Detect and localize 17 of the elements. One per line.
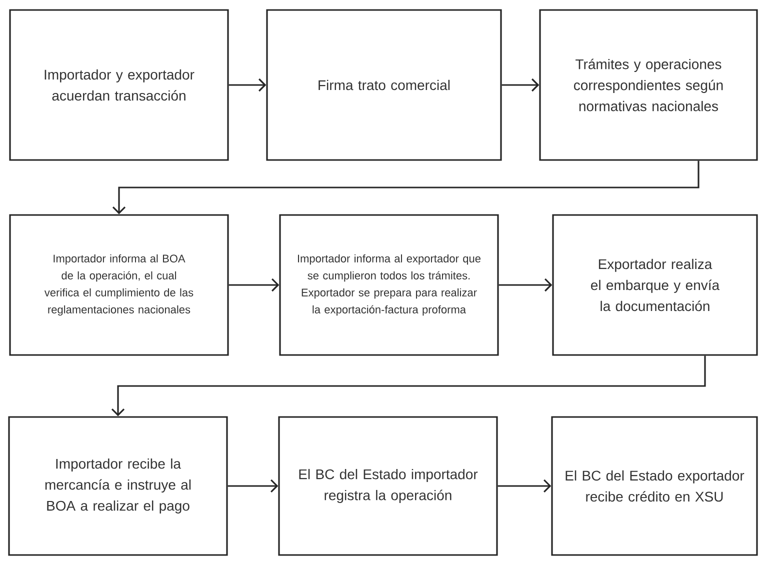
arrow [228,78,266,92]
process-box: Importador recibe la mercancía e instruye al BOA a realizar el pago [8,416,228,556]
process-box: El BC del Estado importador registra la operación [278,416,498,556]
arrow [228,278,280,292]
arrow [112,160,700,214]
process-box: Exportador realiza el embarque y envía la documentación [552,214,758,356]
arrow [502,78,540,92]
process-box: Importador informa al BOA de la operación, el cual verifica el cumplimiento de las reglamentaciones nacionales [9,214,229,356]
process-box: Trámites y operaciones correspondientes según normativas nacionales [539,9,758,161]
process-box: Importador y exportador acuerdan transacción [9,9,229,161]
arrow [111,356,706,416]
process-box: Importador informa al exportador que se cumplieron todos los trámites. Exportador se prepara para realizar la exportación-factura proforma [279,214,499,356]
arrow [498,479,552,493]
arrow [228,479,278,493]
arrow [498,278,552,292]
process-box: Firma trato comercial [266,9,502,161]
process-box: El BC del Estado exportador recibe crédito en XSU [551,416,758,556]
